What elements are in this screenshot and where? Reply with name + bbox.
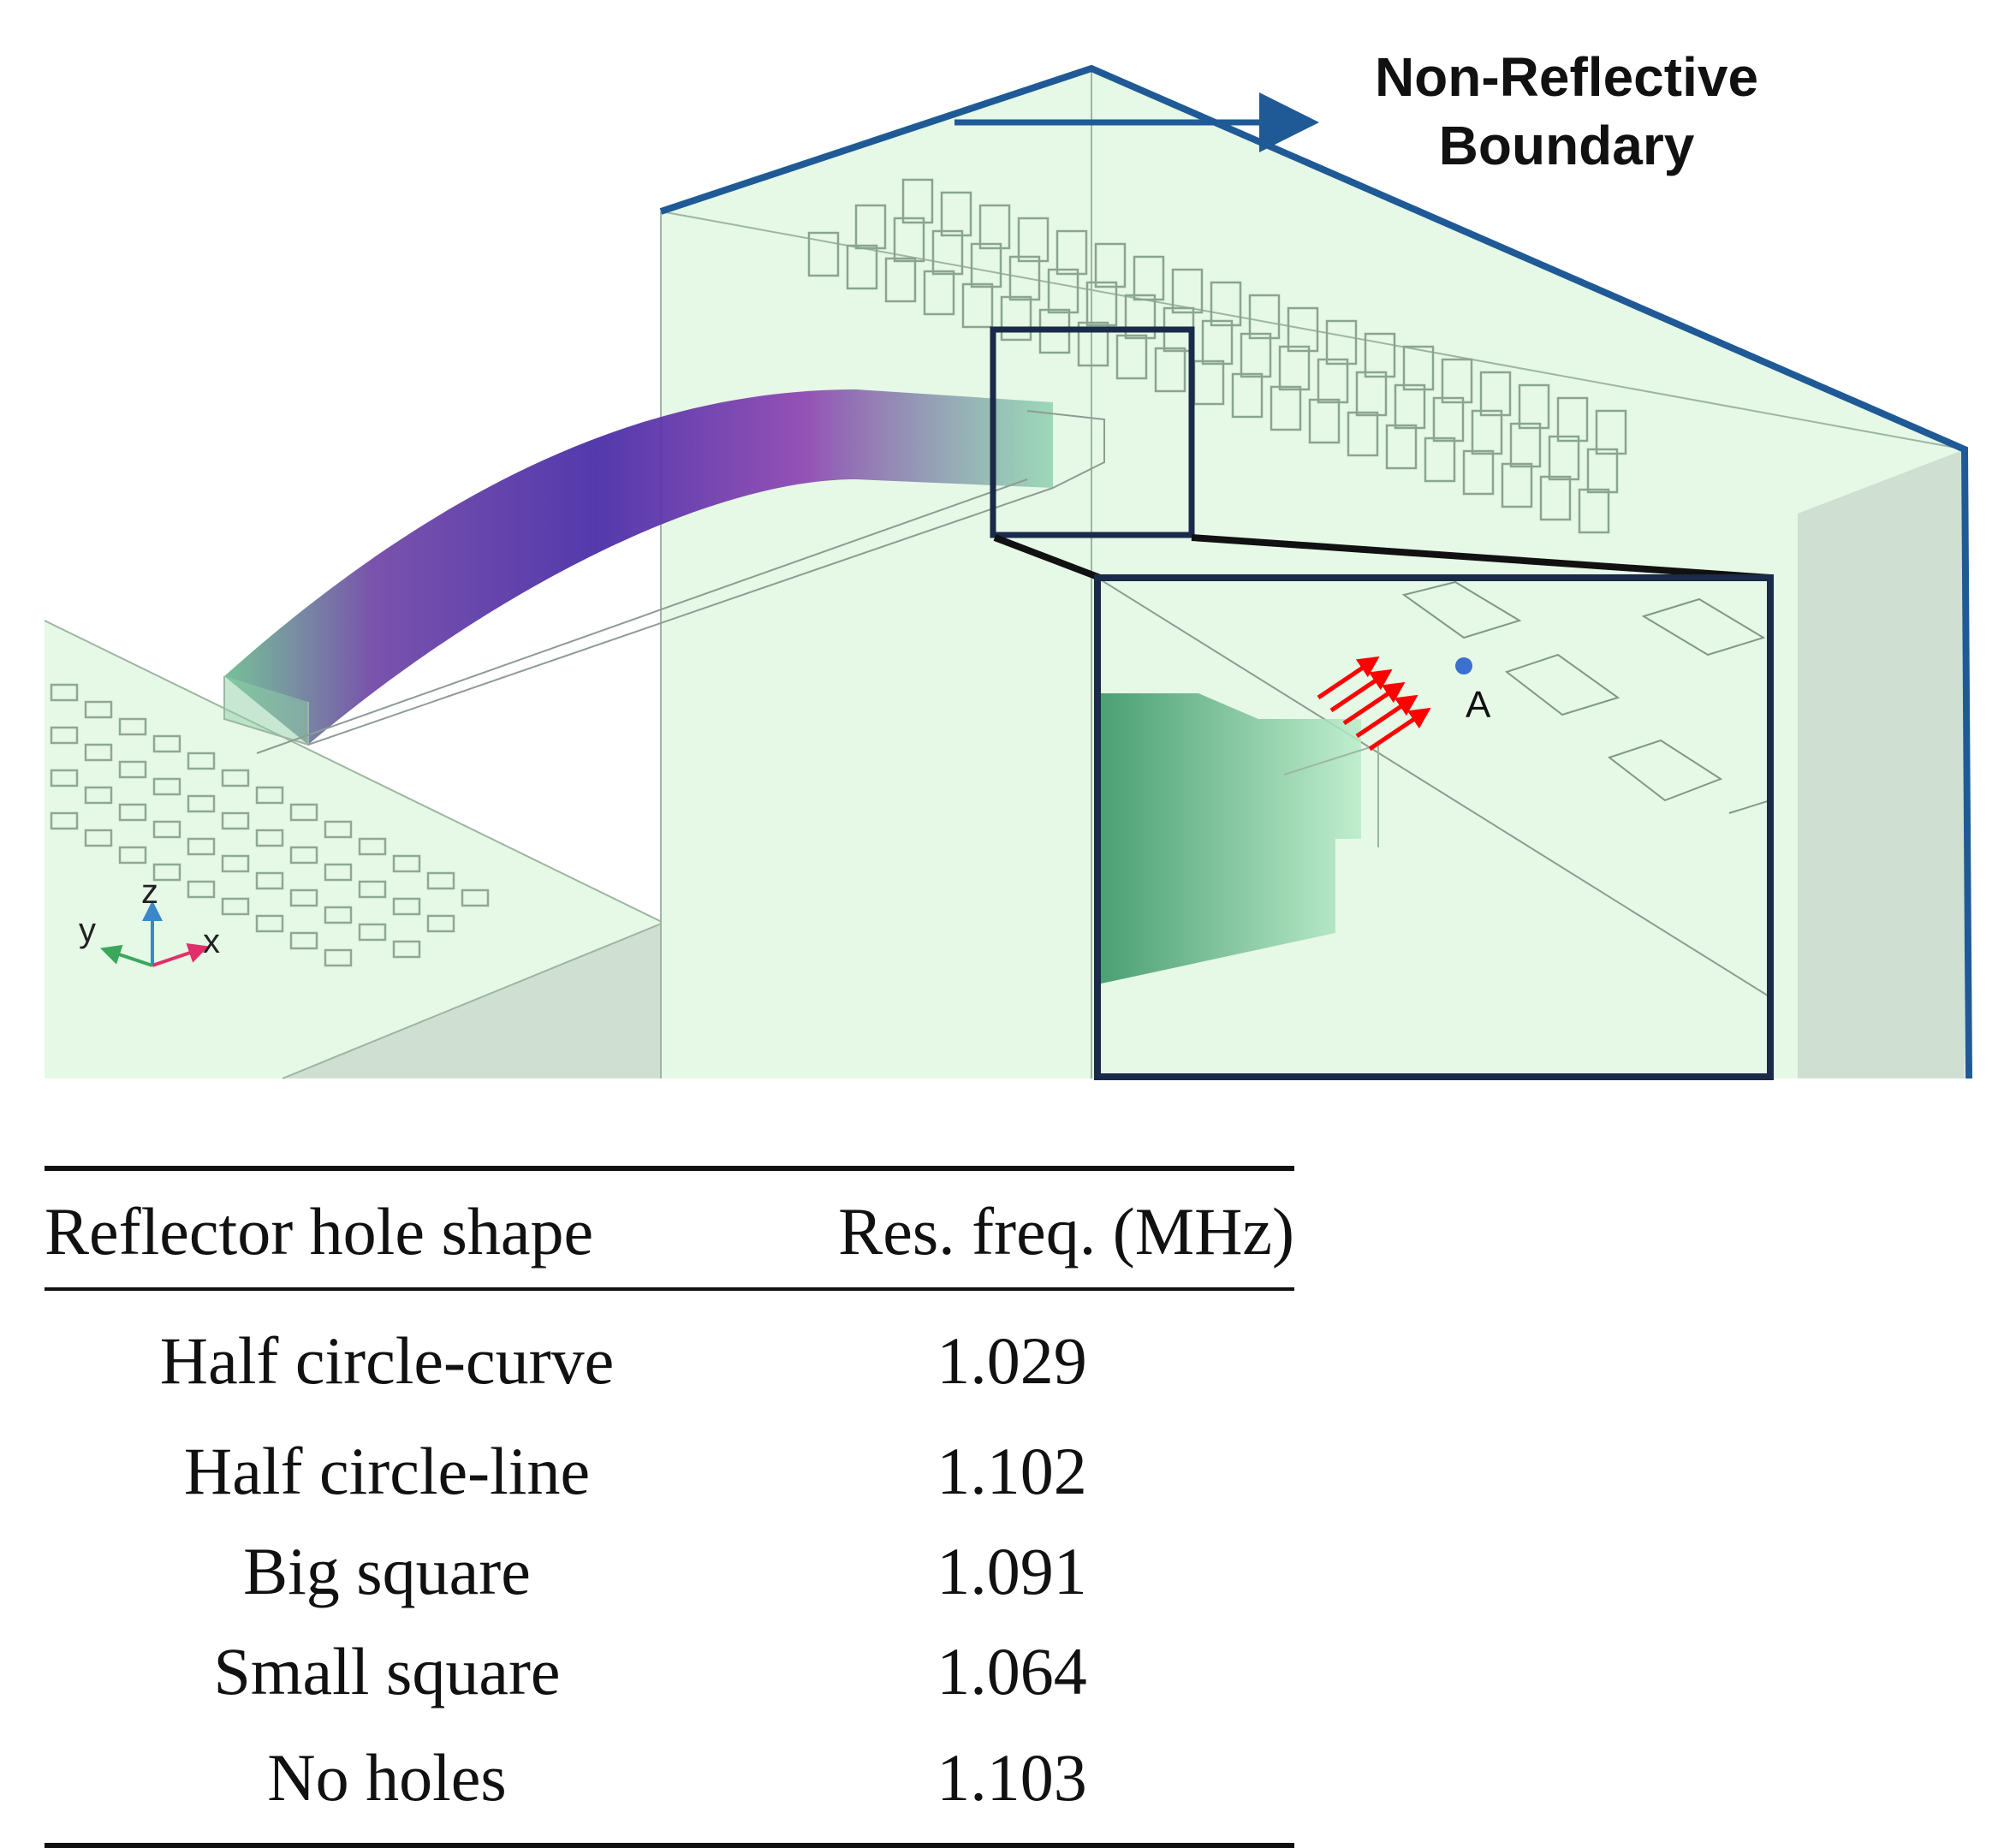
zoom-region-box [990,326,1195,538]
zoom-inset-frame [1094,574,1774,1080]
table-row: No holes 1.103 [45,1721,1294,1845]
cell-frequency: 1.064 [937,1633,1087,1708]
header-reflector-hole-shape: Reflector hole shape [45,1194,594,1269]
non-reflective-boundary-outline [659,64,1972,1079]
table-row: Small square 1.064 [45,1621,1294,1721]
cell-frequency: 1.091 [937,1533,1087,1608]
cell-frequency: 1.103 [937,1740,1087,1815]
left-hole-array [50,683,490,967]
cell-frequency: 1.102 [937,1433,1087,1508]
cell-hole-shape: Half circle-curve [159,1323,615,1398]
cell-hole-shape: Big square [243,1533,531,1608]
cell-frequency: 1.029 [937,1323,1087,1398]
axis-y-label: y [79,912,96,949]
point-a-marker [1455,657,1472,674]
table-row: Big square 1.091 [45,1521,1294,1621]
axis-z-label: z [141,873,158,911]
arched-transducer [223,389,1105,754]
cell-hole-shape: Small square [213,1633,561,1708]
point-a-label: A [1466,684,1491,726]
table-row: Half circle-line 1.102 [45,1421,1294,1521]
header-resonance-frequency: Res. freq. (MHz) [838,1194,1294,1269]
axis-x-label: x [203,923,220,960]
simulation-figure: A z x y Non-Reflective Boundary [44,46,1972,1080]
boundary-label-line1: Non-Reflective [1375,46,1758,108]
model-illustration: A z x y Non-Reflective Boundary [44,46,1972,1080]
cell-hole-shape: No holes [267,1740,507,1815]
axis-triad: z x y [79,873,220,967]
table-row: Half circle-curve 1.029 [45,1289,1294,1421]
boundary-label-line2: Boundary [1439,115,1695,176]
zoom-inset: A [1097,578,1770,1077]
right-hole-array [807,178,1627,534]
table-header-row: Reflector hole shape Res. freq. (MHz) [45,1168,1294,1289]
cell-hole-shape: Half circle-line [183,1433,591,1508]
resonance-frequency-table: Reflector hole shape Res. freq. (MHz) Ha… [45,1166,1294,1848]
